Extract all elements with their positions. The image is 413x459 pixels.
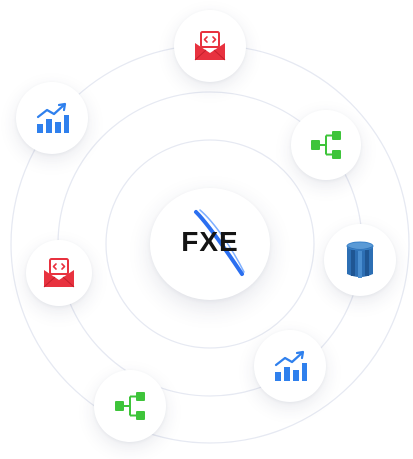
node-email-left [26,240,92,306]
fxe-logo: FXE [181,226,239,257]
node-database-right [324,224,396,296]
node-email-top [174,10,246,82]
database-cylinder-icon [346,241,374,278]
inner-ring [105,139,315,349]
node-workflow-bottom-left [94,370,166,442]
node-chart-lower-right [254,330,326,402]
workflow-tree-icon [115,392,145,420]
node-workflow-upper-right [291,110,361,180]
workflow-tree-icon [311,131,341,159]
email-code-icon [194,31,226,61]
bar-chart-up-icon [274,350,307,381]
email-code-icon [43,258,75,288]
fxe-logo-swoosh [194,209,245,276]
center-hub: FXE [150,188,270,300]
node-chart-upper-left [16,82,88,154]
bar-chart-up-icon [36,102,69,133]
